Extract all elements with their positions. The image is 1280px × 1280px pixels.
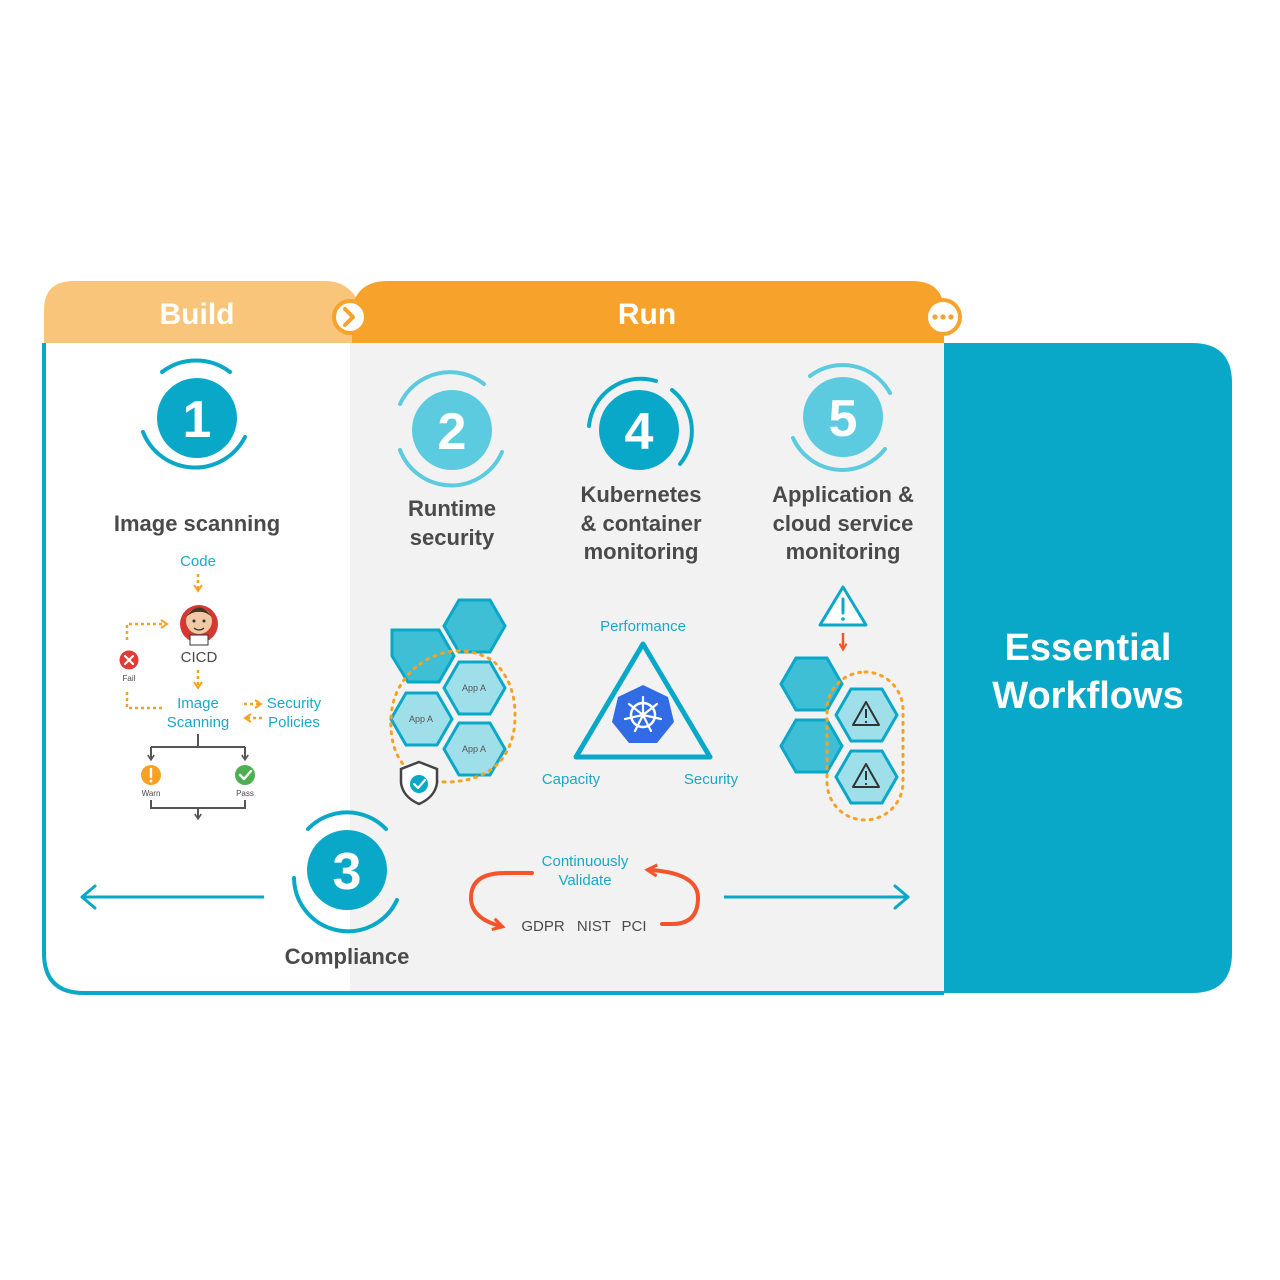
essential-workflows-line2: Workflows bbox=[992, 675, 1183, 717]
hex-cell bbox=[442, 598, 507, 654]
warning-triangle-icon bbox=[852, 701, 880, 726]
step-3-number: 3 bbox=[333, 843, 362, 901]
continuously-label: Continuously bbox=[542, 853, 629, 870]
continuous-validation-cycle: Continuously Validate GDPR NIST PCI bbox=[468, 853, 701, 935]
cycle-arrow-left bbox=[468, 871, 534, 926]
application-alert-cluster bbox=[779, 585, 905, 822]
hex-cell bbox=[779, 718, 844, 774]
image-scanning-step-line2: Scanning bbox=[167, 714, 230, 731]
jenkins-icon bbox=[180, 605, 218, 646]
chevron-right-icon bbox=[343, 307, 355, 327]
kubernetes-logo-icon bbox=[612, 685, 674, 743]
compliance-title: Compliance bbox=[285, 944, 410, 969]
performance-label: Performance bbox=[600, 618, 686, 635]
app-label: App A bbox=[462, 744, 486, 754]
kubernetes-title-line2: & container bbox=[580, 511, 701, 536]
alert-dotted-boundary bbox=[825, 670, 905, 822]
build-next-button[interactable] bbox=[332, 299, 368, 335]
cycle-arrow-right bbox=[650, 870, 701, 926]
runtime-hex-cluster: App A App A App A bbox=[389, 598, 517, 806]
step-2-number: 2 bbox=[438, 403, 467, 461]
arrow-left-head bbox=[80, 884, 97, 910]
warn-icon bbox=[141, 765, 161, 785]
step-4-number: 4 bbox=[625, 403, 654, 461]
standard-gdpr: GDPR bbox=[521, 918, 565, 935]
hex-cell bbox=[779, 656, 844, 712]
step-5-badge: 5 bbox=[791, 362, 892, 472]
main-frame-border bbox=[42, 343, 944, 995]
app-label: App A bbox=[462, 683, 486, 693]
security-policies-line1: Security bbox=[267, 695, 322, 712]
arrow-right-head bbox=[893, 884, 910, 910]
code-label: Code bbox=[180, 553, 216, 570]
kubernetes-title-line1: Kubernetes bbox=[580, 482, 701, 507]
hex-cell-app-a bbox=[442, 660, 507, 716]
hex-cell bbox=[390, 628, 456, 684]
run-tab[interactable] bbox=[352, 281, 944, 343]
warning-triangle-icon bbox=[852, 763, 880, 788]
run-tab-label: Run bbox=[618, 298, 676, 331]
warning-triangle-icon bbox=[818, 585, 868, 627]
application-title-line3: monitoring bbox=[786, 539, 901, 564]
runtime-security-title-line2: security bbox=[410, 525, 495, 550]
build-tab[interactable] bbox=[44, 281, 362, 343]
fail-icon bbox=[119, 650, 139, 670]
kubernetes-triangle: Performance Capacity Security bbox=[542, 618, 739, 788]
application-title-line2: cloud service bbox=[773, 511, 914, 536]
standard-pci: PCI bbox=[621, 918, 646, 935]
image-scanning-flow: Code CICD Image Scanning Fail Security P… bbox=[119, 553, 322, 821]
runtime-security-title-line1: Runtime bbox=[408, 496, 496, 521]
essential-workflows-line1: Essential bbox=[1005, 627, 1172, 669]
security-label: Security bbox=[684, 771, 739, 788]
hex-cell-app-a bbox=[442, 721, 507, 777]
cicd-label: CICD bbox=[181, 649, 218, 666]
step-3-badge: 3 bbox=[292, 810, 399, 934]
step-5-number: 5 bbox=[829, 390, 858, 448]
build-tab-label: Build bbox=[160, 298, 235, 331]
security-policies-line2: Policies bbox=[268, 714, 320, 731]
image-scanning-title: Image scanning bbox=[114, 511, 280, 536]
step-2-badge: 2 bbox=[398, 370, 504, 488]
pass-label: Pass bbox=[236, 789, 254, 798]
kubernetes-title-line3: monitoring bbox=[584, 539, 699, 564]
more-dots-icon bbox=[932, 314, 954, 320]
validate-label: Validate bbox=[558, 872, 611, 889]
application-title-line1: Application & bbox=[772, 482, 914, 507]
essential-workflows-panel bbox=[944, 343, 1232, 993]
standard-nist: NIST bbox=[577, 918, 611, 935]
run-more-button[interactable] bbox=[924, 298, 962, 336]
step-1-number: 1 bbox=[183, 391, 212, 449]
warn-label: Warn bbox=[142, 789, 161, 798]
step-4-badge: 4 bbox=[587, 376, 694, 470]
capacity-label: Capacity bbox=[542, 771, 601, 788]
pass-icon bbox=[235, 765, 255, 785]
app-label: App A bbox=[409, 714, 433, 724]
runtime-dotted-boundary bbox=[389, 649, 517, 784]
step-1-badge: 1 bbox=[141, 358, 247, 470]
fail-label: Fail bbox=[123, 674, 136, 683]
shield-check-icon bbox=[399, 760, 439, 806]
image-scanning-step-line1: Image bbox=[177, 695, 219, 712]
